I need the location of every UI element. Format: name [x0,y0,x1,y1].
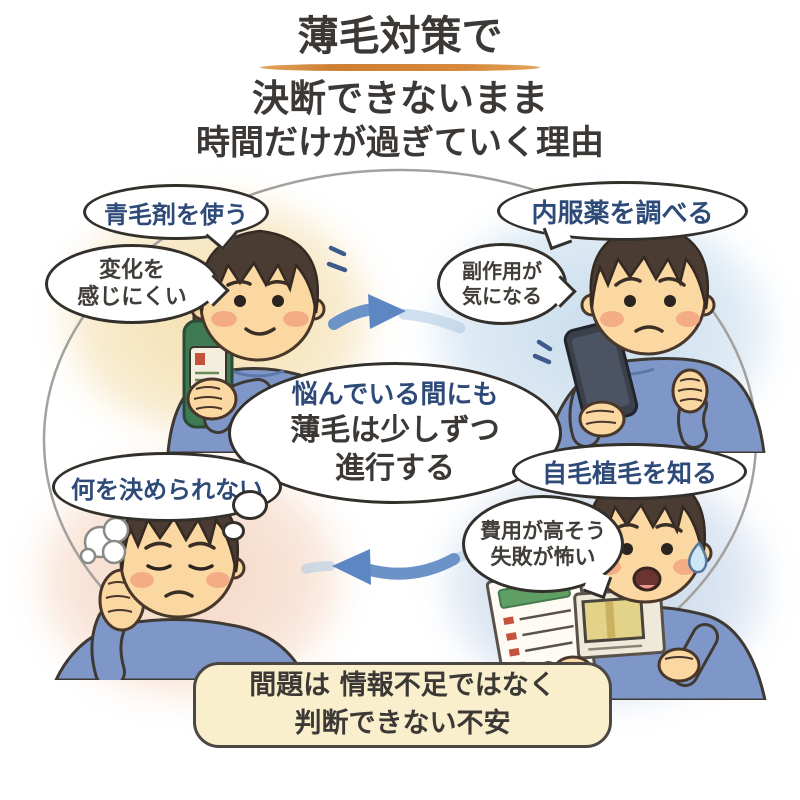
character-phone-man [544,223,766,453]
thought-dot-icon [232,490,268,520]
bubble-label-bottom-right: 自毛植毛を知る [512,443,747,500]
speech-top-left-line1: 変化を [98,257,165,283]
title-line-3: 時間だけが過ぎていく理由 [196,122,604,163]
speech-bottom-right-line2: 失敗が怖い [490,545,596,569]
conclusion-banner: 間題は 情報不足ではなく 判断できない不安 [193,662,612,748]
speech-top-right-line2: 気になる [462,284,542,308]
page-title: 薄毛対策で 決断できないまま 時間だけが過ぎていく理由 [0,12,800,163]
bubble-label-top-left: 青毛剤を使う [83,184,269,251]
bubble-speech-bottom-right: 費用が高そう 失敗が怖い [462,495,624,600]
banner-line-1: 間題は 情報不足ではなく [249,670,556,702]
title-underline-brush [260,64,540,72]
center-line-2: 薄毛は少しずつ [290,413,500,449]
bubble-speech-top-left: 変化を 感じにくい [45,244,230,324]
title-line-2: 決断できないまま [252,77,548,121]
center-line-3: 進行する [335,450,455,486]
banner-line-2: 判断できない不安 [294,708,511,739]
center-line-1: 悩んでいる間にも [291,379,499,410]
sigh-puff-icon [79,516,130,565]
speech-bottom-right-line1: 費用が高そう [480,518,606,543]
bubble-speech-top-right: 副作用が 気になる [437,243,577,325]
label-bottom-right-text: 自毛植毛を知る [541,458,717,488]
bubble-label-top-right: 内服薬を調べる [497,181,748,251]
speech-top-left-line2: 感じにくい [77,285,187,310]
thought-dot-icon [222,521,245,541]
title-line-1: 薄毛対策で [297,12,503,60]
speech-top-right-line1: 副作用が [462,259,542,283]
